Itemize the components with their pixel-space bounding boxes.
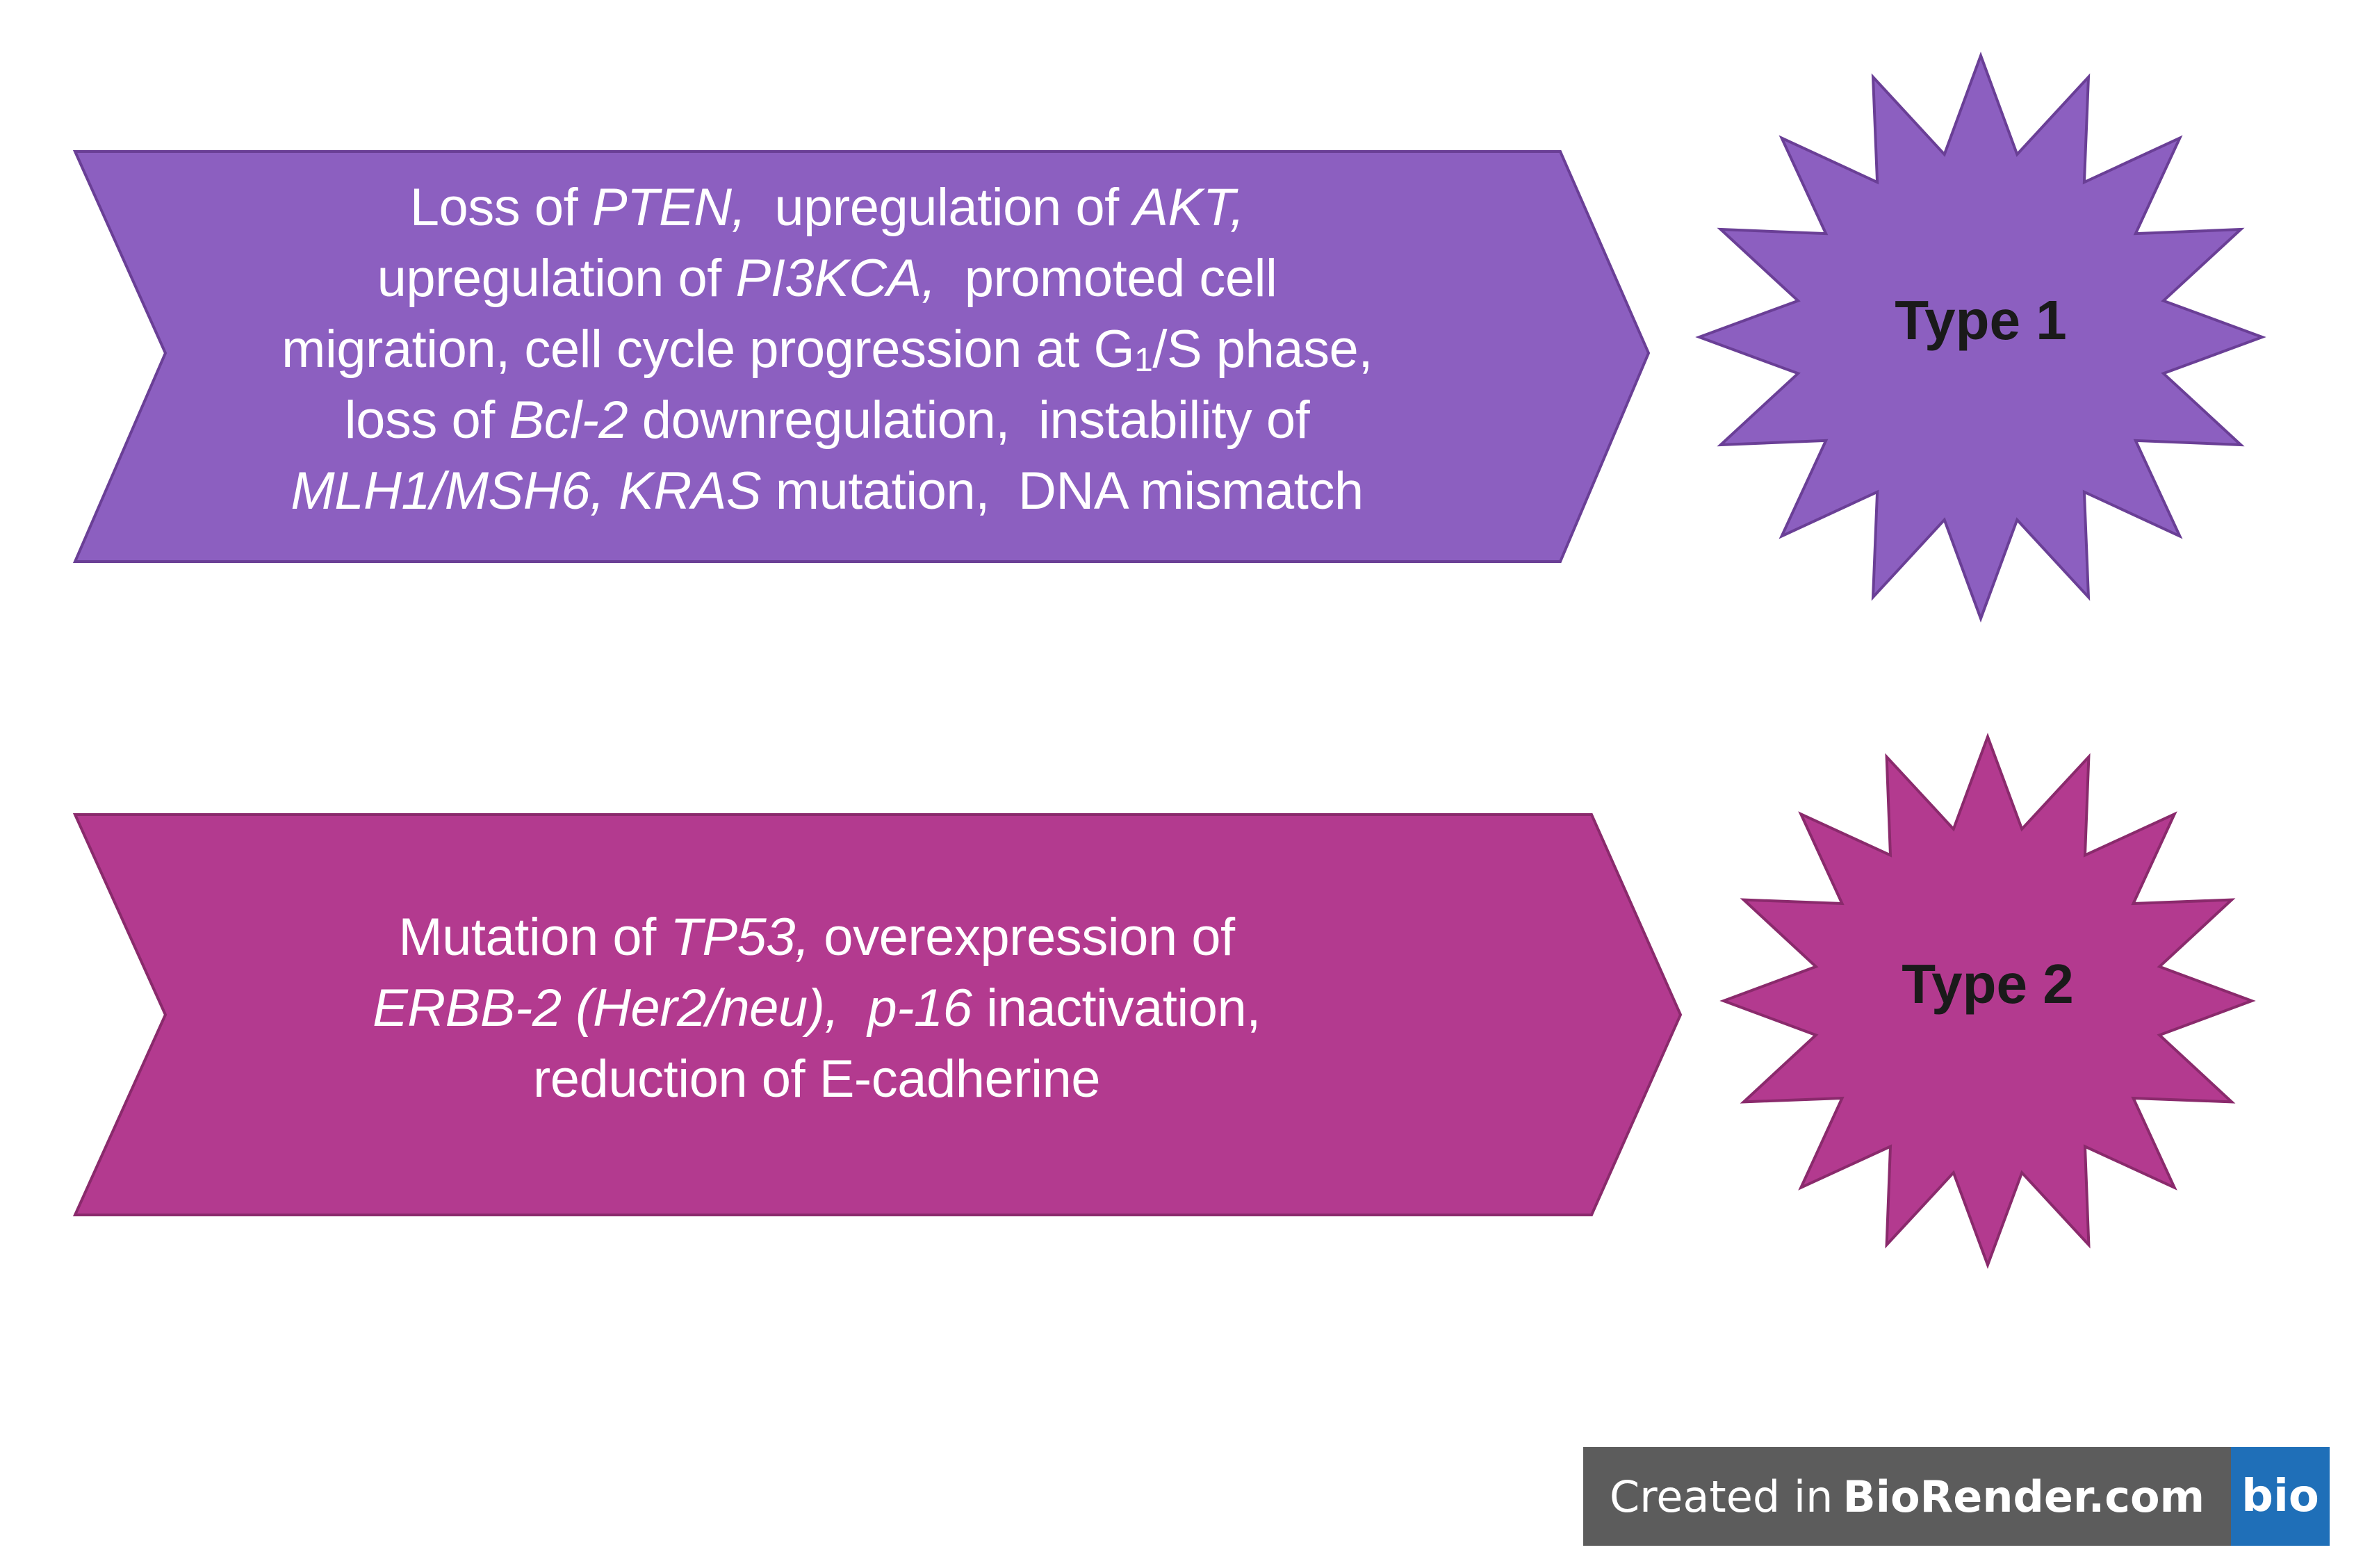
type2-line-2: ERBB-2 (Her2/neu), p-16 inactivation, — [139, 973, 1494, 1044]
type1-line-1-segment-2: PTEN, — [591, 178, 746, 237]
type2-line-3-segment-1: reduction of E-cadherine — [532, 1050, 1101, 1109]
badge-prefix: Created in — [1609, 1471, 1833, 1522]
type1-line-3-segment-3: /S phase, — [1152, 320, 1373, 379]
type1-line-4: loss of Bcl-2 downregulation, instabilit… — [125, 385, 1529, 456]
type2-line-1-segment-1: Mutation of — [398, 908, 671, 967]
type2-line-2-segment-2: inactivation, — [972, 979, 1261, 1038]
type1-line-2: upregulation of PI3KCA, promoted cell — [125, 243, 1529, 314]
type2-line-1-segment-2: TP53, — [670, 908, 810, 967]
type1-line-5: MLH1/MSH6, KRAS mutation, DNA mismatch — [125, 456, 1529, 527]
badge-brand: BioRender.com — [1842, 1471, 2205, 1522]
type1-chevron-arrow — [72, 150, 1651, 563]
type1-line-2-segment-1: upregulation of — [377, 249, 736, 308]
type2-chevron-arrow — [72, 813, 1683, 1216]
type2-line-3: reduction of E-cadherine — [139, 1044, 1494, 1115]
type2-label: Type 2 — [1902, 953, 2074, 1015]
type1-line-3-segment-1: migration, cell cycle progression at G — [281, 320, 1135, 379]
type1-line-3-segment-2: 1 — [1134, 342, 1153, 379]
type1-line-1-segment-1: Loss of — [409, 178, 592, 237]
type1-line-4-segment-3: downregulation, instability of — [628, 391, 1310, 450]
type2-line-1: Mutation of TP53, overexpression of — [139, 902, 1494, 973]
type1-starburst — [1695, 51, 2266, 623]
type1-line-1-segment-4: AKT, — [1133, 178, 1245, 237]
type1-line-1-segment-3: upregulation of — [746, 178, 1134, 237]
type1-line-1: Loss of PTEN, upregulation of AKT, — [125, 172, 1529, 243]
type1-line-2-segment-3: promoted cell — [935, 249, 1277, 308]
biorender-badge: Created in BioRender.com bio — [1583, 1447, 2330, 1546]
type1-line-5-segment-1: MLH1/MSH6, KRAS — [291, 462, 762, 521]
type1-line-4-segment-1: loss of — [344, 391, 509, 450]
type1-line-2-segment-2: PI3KCA, — [735, 249, 936, 308]
type1-line-3: migration, cell cycle progression at G1/… — [125, 314, 1529, 385]
type1-label: Type 1 — [1895, 289, 2067, 351]
badge-text: Created in BioRender.com — [1583, 1447, 2231, 1546]
type1-line-5-segment-2: mutation, DNA mismatch — [761, 462, 1364, 521]
type2-starburst — [1719, 733, 2256, 1269]
type1-description: Loss of PTEN, upregulation of AKT,upregu… — [125, 172, 1529, 527]
type2-line-1-segment-3: overexpression of — [809, 908, 1235, 967]
biorender-logo-icon: bio — [2231, 1447, 2330, 1546]
type2-line-2-segment-1: ERBB-2 (Her2/neu), p-16 — [373, 979, 972, 1038]
type1-line-4-segment-2: Bcl-2 — [509, 391, 628, 450]
